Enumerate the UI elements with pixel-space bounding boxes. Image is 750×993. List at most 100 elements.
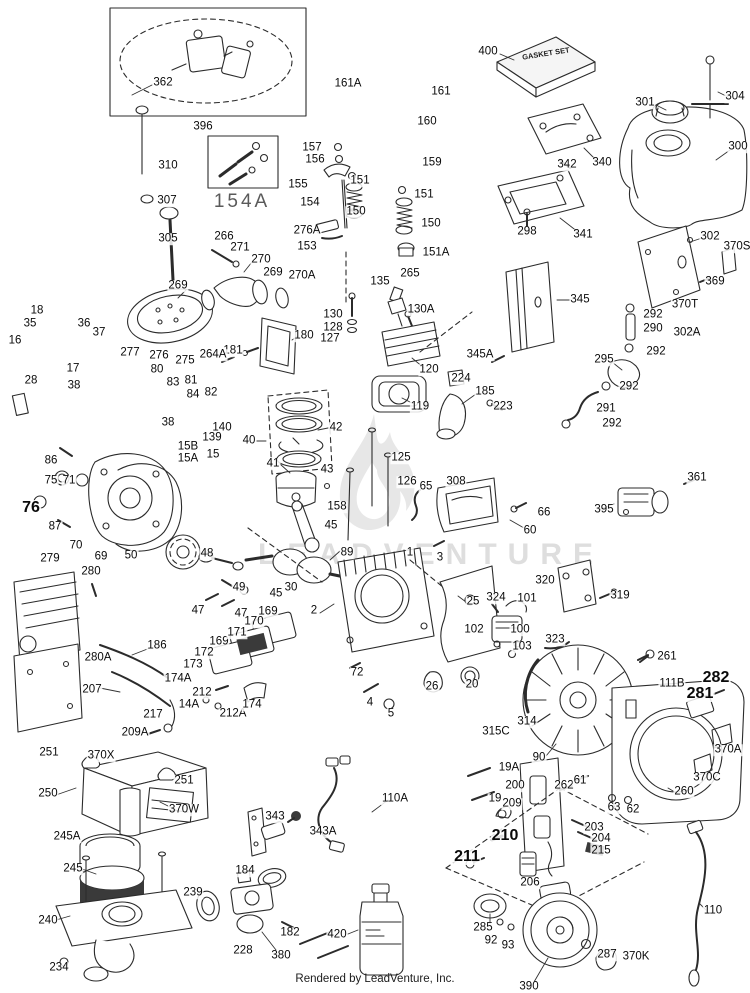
part-label-251: 251: [173, 774, 195, 787]
part-label-305: 305: [157, 232, 179, 245]
part-label-239: 239: [182, 886, 204, 899]
part-label-100: 100: [509, 623, 531, 636]
part-label-140: 140: [211, 421, 233, 434]
part-label-380: 380: [270, 949, 292, 962]
hardware-box-154a: [207, 135, 279, 189]
part-label-207: 207: [81, 683, 103, 696]
fuel-tank: [619, 55, 748, 229]
part-label-212: 212: [191, 686, 213, 699]
part-label-154: 154: [299, 196, 321, 209]
part-label-157: 157: [301, 141, 323, 154]
part-label-370W: 370W: [167, 803, 201, 816]
part-label-103: 103: [511, 640, 533, 653]
part-label-228: 228: [232, 944, 254, 957]
part-label-280: 280: [80, 565, 102, 578]
part-label-266: 266: [213, 230, 235, 243]
part-label-362: 362: [152, 76, 174, 89]
part-label-323: 323: [544, 633, 566, 646]
part-label-15B: 15B: [176, 440, 200, 453]
engine-control-bracket: [445, 757, 649, 913]
part-label-282: 282: [701, 669, 731, 686]
part-label-151: 151: [349, 174, 371, 187]
part-label-370C: 370C: [692, 771, 722, 784]
part-label-292: 292: [642, 308, 664, 321]
part-label-153: 153: [296, 240, 318, 253]
part-label-279: 279: [39, 552, 61, 565]
part-label-128: 128: [322, 321, 344, 334]
part-label-361: 361: [686, 471, 708, 484]
part-label-342: 342: [556, 158, 578, 171]
part-label-345: 345: [569, 293, 591, 306]
part-label-43: 43: [319, 463, 335, 476]
part-label-307: 307: [156, 194, 178, 207]
starter-cable: [686, 819, 707, 987]
part-label-370A: 370A: [713, 743, 743, 756]
part-label-19A: 19A: [497, 761, 521, 774]
part-label-210: 210: [490, 827, 520, 844]
part-label-304: 304: [724, 90, 746, 103]
part-label-343: 343: [264, 810, 286, 823]
part-label-396: 396: [192, 120, 214, 133]
part-label-324: 324: [485, 591, 507, 604]
part-label-47: 47: [233, 607, 249, 620]
part-label-319: 319: [609, 589, 631, 602]
part-label-269: 269: [262, 266, 284, 279]
part-label-310: 310: [157, 159, 179, 172]
part-label-281: 281: [685, 685, 715, 702]
part-label-300: 300: [727, 140, 749, 153]
part-label-41: 41: [265, 457, 281, 470]
part-label-204: 204: [590, 832, 612, 845]
part-label-119: 119: [409, 400, 431, 413]
part-label-92: 92: [483, 934, 499, 947]
part-label-126: 126: [396, 475, 418, 488]
part-label-139: 139: [201, 431, 223, 444]
oil-bottle: [347, 883, 404, 976]
part-label-301: 301: [634, 96, 656, 109]
part-label-180: 180: [293, 329, 315, 342]
part-label-65: 65: [418, 480, 434, 493]
part-label-16: 16: [7, 334, 23, 347]
part-label-125: 125: [390, 451, 412, 464]
part-label-215: 215: [590, 844, 612, 857]
part-label-265: 265: [399, 267, 421, 280]
part-label-40: 40: [241, 434, 257, 447]
part-label-170: 170: [243, 615, 265, 628]
part-label-83: 83: [165, 376, 181, 389]
baffle-345: [419, 261, 573, 363]
part-label-15A: 15A: [176, 452, 200, 465]
part-label-2: 2: [309, 604, 319, 617]
part-label-159: 159: [421, 156, 443, 169]
part-label-184: 184: [234, 864, 256, 877]
part-label-87: 87: [47, 520, 63, 533]
part-label-161: 161: [430, 85, 452, 98]
part-label-130: 130: [322, 308, 344, 321]
harness-inset-box: [109, 7, 307, 117]
part-label-47: 47: [190, 604, 206, 617]
part-label-308: 308: [445, 475, 467, 488]
part-label-72: 72: [349, 666, 365, 679]
stop-switch-bracket: [247, 807, 301, 857]
part-label-217: 217: [142, 708, 164, 721]
part-label-260: 260: [673, 785, 695, 798]
part-label-173: 173: [182, 658, 204, 671]
part-label-45: 45: [323, 519, 339, 532]
part-label-81: 81: [183, 374, 199, 387]
part-label-90: 90: [531, 751, 547, 764]
mounting-bracket-340: [527, 103, 602, 161]
part-label-290: 290: [642, 322, 664, 335]
part-label-26: 26: [424, 680, 440, 693]
part-label-400: 400: [477, 45, 499, 58]
part-label-269: 269: [167, 279, 189, 292]
part-label-285: 285: [472, 921, 494, 934]
heat-shield-180: [221, 317, 299, 375]
part-label-245: 245: [62, 862, 84, 875]
part-label-209: 209: [501, 797, 523, 810]
part-label-292: 292: [601, 417, 623, 430]
part-label-245A: 245A: [52, 830, 82, 843]
part-label-62: 62: [625, 803, 641, 816]
part-label-212A: 212A: [218, 707, 248, 720]
part-label-36: 36: [76, 317, 92, 330]
part-label-287: 287: [596, 948, 618, 961]
part-label-314: 314: [516, 715, 538, 728]
